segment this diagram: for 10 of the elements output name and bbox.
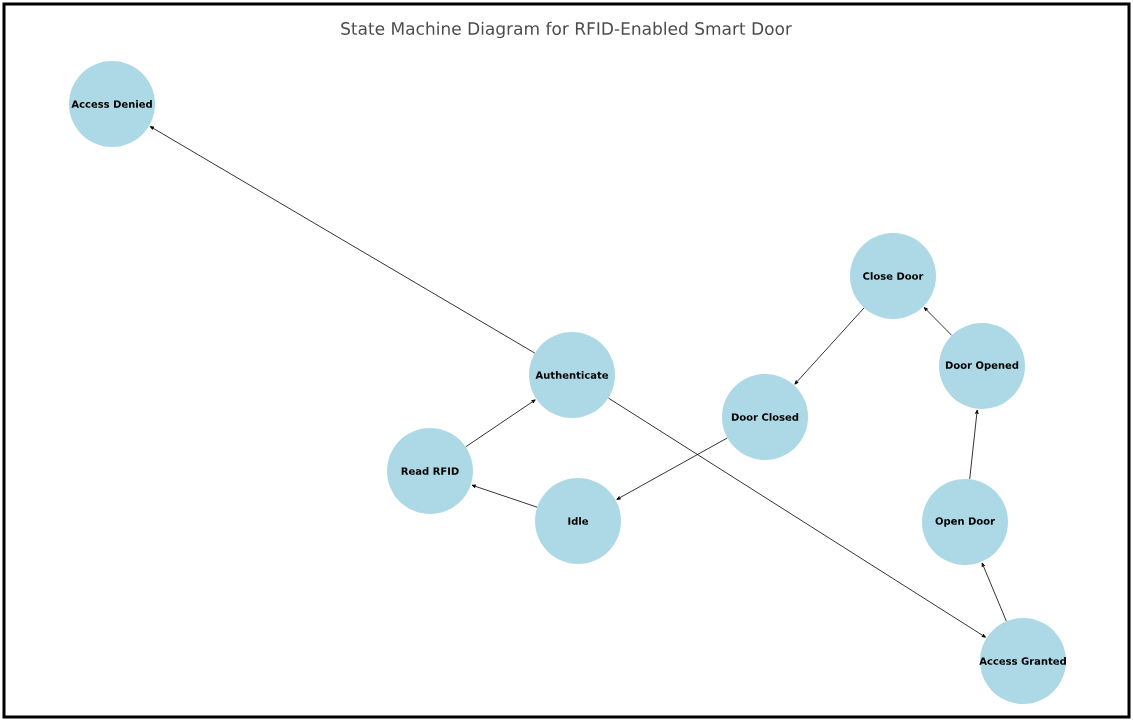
arrow bbox=[465, 399, 536, 448]
arrow bbox=[149, 126, 536, 354]
arrow bbox=[923, 307, 953, 336]
arrow bbox=[981, 562, 1007, 622]
title: State Machine Diagram for RFID-Enabled Smart Door bbox=[341, 21, 792, 39]
arrow bbox=[794, 307, 865, 385]
arrow bbox=[471, 484, 538, 508]
arrow bbox=[616, 437, 728, 500]
arrow bbox=[608, 397, 986, 638]
arrow bbox=[969, 409, 979, 480]
